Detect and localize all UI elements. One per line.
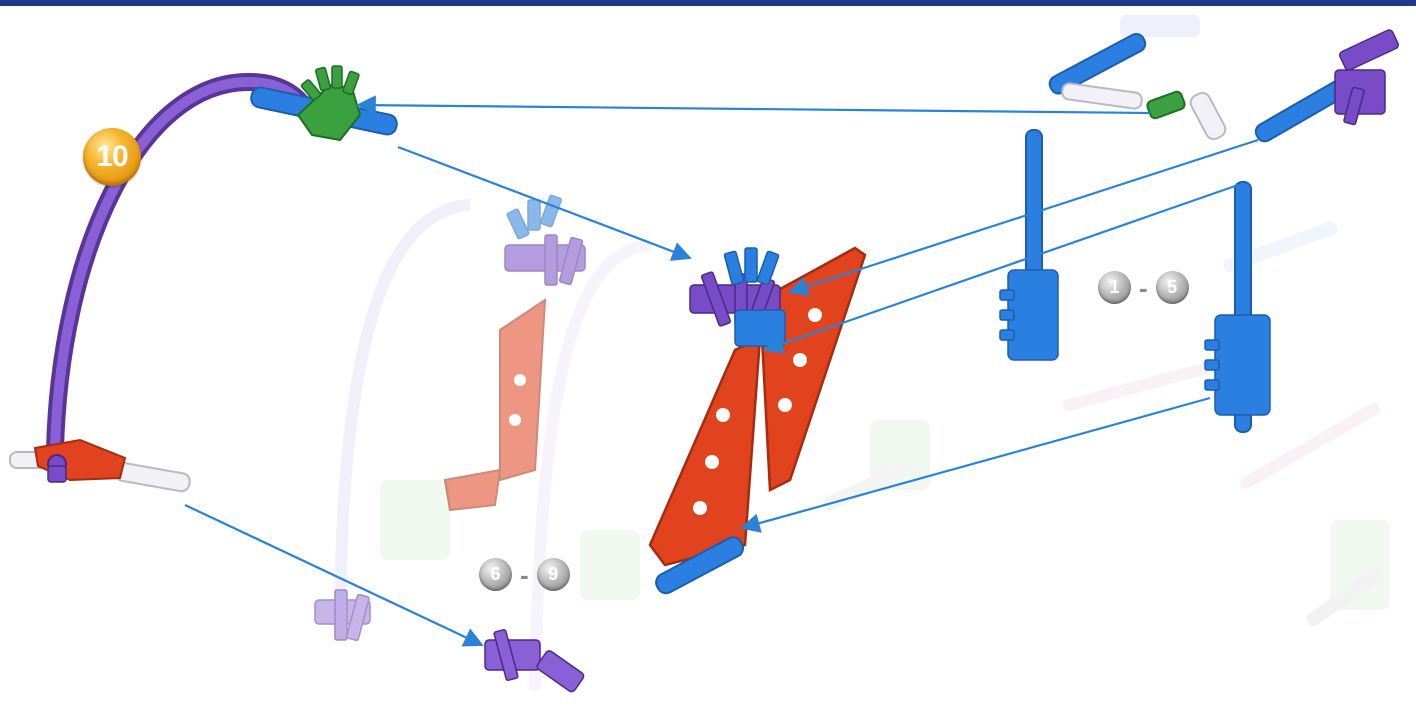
top-right-parts	[1047, 29, 1400, 145]
range-end-number: 9	[537, 558, 570, 591]
range-end-number: 5	[1156, 271, 1189, 304]
range-separator: -	[520, 562, 529, 588]
step-number-badge: 10	[83, 128, 141, 186]
assembly-arrow	[742, 398, 1210, 528]
assembly-arrow	[398, 147, 690, 258]
range-separator: -	[1139, 275, 1148, 301]
callout-range-badge: 1 - 5	[1098, 271, 1189, 304]
bottom-left-connector-assembly	[10, 440, 191, 492]
callout-range-badge: 6 - 9	[479, 558, 570, 591]
range-start-number: 6	[479, 558, 512, 591]
assembly-arrow	[790, 140, 1258, 292]
assembly-arrow	[358, 105, 1150, 113]
range-start-number: 1	[1098, 271, 1131, 304]
